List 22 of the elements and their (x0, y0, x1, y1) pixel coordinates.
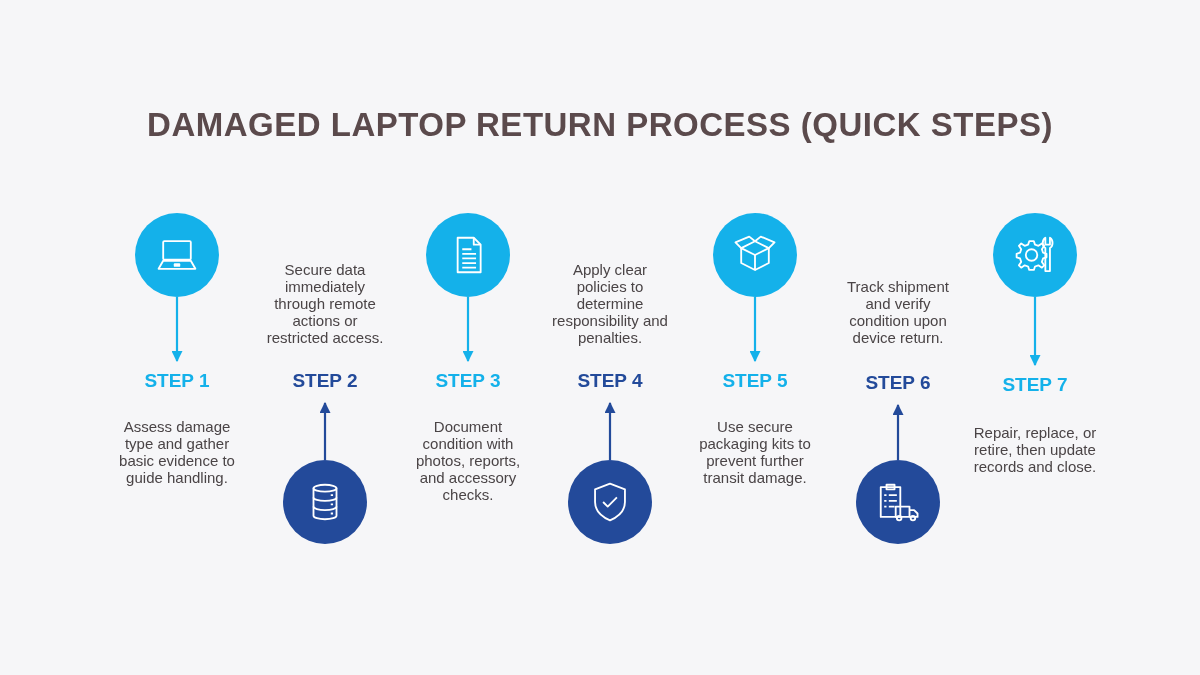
step-label: STEP 4 (550, 369, 670, 393)
step-description: Track shipment and verify condition upon device return. (846, 278, 950, 346)
step-description: Document condition with photos, reports, and accessory checks. (414, 418, 522, 503)
step-description: Assess damage type and gather basic evidence to guide handling. (118, 418, 236, 486)
arrow (604, 401, 616, 460)
arrow (171, 297, 183, 363)
step-label: STEP 7 (975, 373, 1095, 397)
title: DAMAGED LAPTOP RETURN PROCESS (QUICK STEPS) (146, 106, 1054, 144)
step-label: STEP 1 (117, 369, 237, 393)
arrow (1029, 297, 1041, 367)
step-description: Secure data immediately through remote actions or restricted access. (265, 261, 385, 346)
arrow (749, 297, 761, 363)
step-label: STEP 5 (695, 369, 815, 393)
step-description: Use secure packaging kits to prevent further transit damage. (698, 418, 812, 486)
arrow (892, 403, 904, 460)
step-label: STEP 2 (265, 369, 385, 393)
step-description: Apply clear policies to determine responsibility and penalties. (551, 261, 669, 346)
step-description: Repair, replace, or retire, then update records and close. (973, 424, 1097, 475)
arrow (319, 401, 331, 460)
arrow (462, 297, 474, 363)
step-label: STEP 6 (838, 371, 958, 395)
step-label: STEP 3 (408, 369, 528, 393)
